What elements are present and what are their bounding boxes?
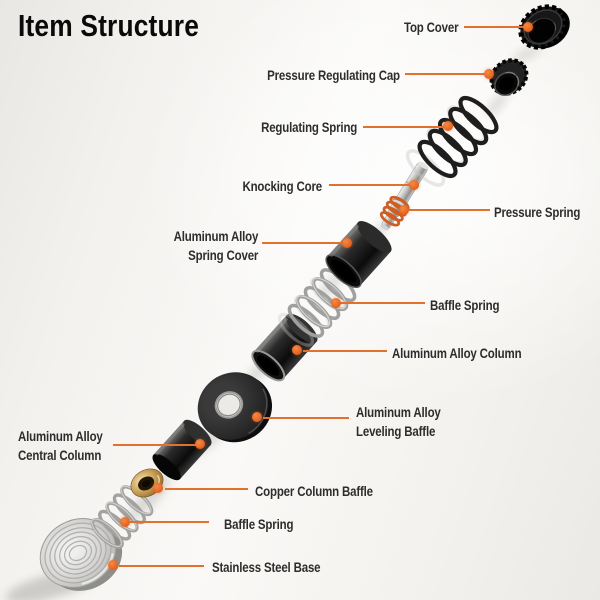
aluminum-alloy-column-leader-line <box>303 350 387 352</box>
leveling-baffle-marker-dot <box>252 412 262 422</box>
knocking-core-marker-dot <box>409 180 419 190</box>
copper-column-baffle-marker-dot <box>153 483 163 493</box>
leveling-baffle-shape <box>197 372 273 443</box>
stainless-steel-base-marker-dot <box>108 560 118 570</box>
regulating-spring-shape <box>405 95 499 187</box>
central-column-marker-dot <box>195 439 205 449</box>
baffle-spring-lower-leader-line <box>130 521 209 523</box>
knocking-core-label: Knocking Core <box>242 178 322 194</box>
knocking-core-shape <box>379 161 429 231</box>
regulating-spring-marker-dot <box>443 121 453 131</box>
pressure-regulating-cap-leader-line <box>405 73 487 75</box>
copper-column-baffle-label: Copper Column Baffle <box>255 483 373 499</box>
leveling-baffle-leader-line <box>263 417 349 419</box>
top-cover-marker-dot <box>523 22 533 32</box>
aluminum-alloy-column-label: Aluminum Alloy Column <box>392 345 522 361</box>
regulating-spring-leader-line <box>363 126 447 128</box>
top-cover-label: Top Cover <box>403 19 459 35</box>
pressure-regulating-cap-marker-dot <box>484 69 494 79</box>
knocking-core-leader-line <box>329 184 412 186</box>
aluminum-alloy-column-marker-dot <box>292 345 302 355</box>
leveling-baffle-label: Aluminum Alloy Leveling Baffle <box>356 404 441 439</box>
pressure-spring-marker-dot <box>399 205 409 215</box>
pressure-regulating-cap-label: Pressure Regulating Cap <box>267 67 400 83</box>
central-column-shape <box>152 419 212 481</box>
stainless-steel-base-label: Stainless Steel Base <box>212 559 321 575</box>
baffle-spring-upper-shape <box>277 268 357 347</box>
stainless-steel-base-leader-line <box>119 565 204 567</box>
top-cover-leader-line <box>464 26 526 28</box>
regulating-spring-label: Regulating Spring <box>260 119 357 135</box>
baffle-spring-lower-label: Baffle Spring <box>224 516 294 532</box>
central-column-label: Aluminum Alloy Central Column <box>18 428 103 463</box>
baffle-spring-lower-marker-dot <box>120 517 130 527</box>
baffle-spring-upper-marker-dot <box>331 298 341 308</box>
baffle-spring-upper-leader-line <box>340 302 425 304</box>
central-column-leader-line <box>113 444 198 446</box>
copper-column-baffle-leader-line <box>165 488 248 490</box>
pressure-spring-leader-line <box>409 209 490 211</box>
baffle-spring-upper-label: Baffle Spring <box>430 297 500 313</box>
spring-cover-label: Aluminum Alloy Spring Cover <box>173 228 258 263</box>
pressure-spring-label: Pressure Spring <box>494 204 581 220</box>
spring-cover-shape <box>325 221 392 289</box>
pressure-regulating-cap-shape <box>489 58 529 96</box>
top-cover-shape <box>518 4 570 50</box>
spring-cover-marker-dot <box>342 238 352 248</box>
page-title: Item Structure <box>18 8 200 43</box>
spring-cover-leader-line <box>262 242 346 244</box>
